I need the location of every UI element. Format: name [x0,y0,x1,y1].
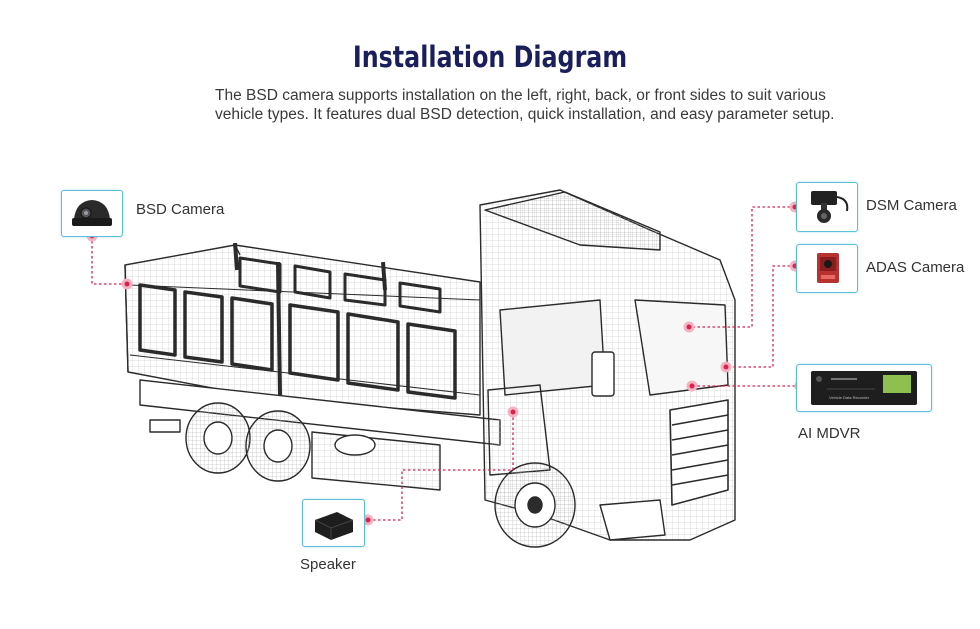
marker-speaker-truck [507,406,519,418]
marker-speaker-box [362,514,374,526]
ai-mdvr-icon: Vehicle Data Recorder [811,371,917,405]
connector-dsm [689,206,795,328]
truck [124,189,736,548]
ai-mdvr-label: AI MDVR [798,425,861,442]
dsm-camera-box[interactable] [796,182,858,232]
dsm-camera-label: DSM Camera [866,197,957,214]
speaker-box[interactable] [302,499,365,547]
mdvr-screen-text: Vehicle Data Recorder [829,395,870,400]
subtitle-line-1: The BSD camera supports installation on … [215,87,826,104]
windshield [634,299,729,396]
marker-mdvr-truck [686,380,698,392]
adas-camera-label: ADAS Camera [866,259,965,276]
bsd-camera-icon [72,200,112,226]
ai-mdvr-box[interactable]: Vehicle Data Recorder [796,364,932,412]
rear-wheels [185,402,311,482]
dsm-camera-icon [811,191,849,223]
connectors [91,206,800,521]
page-subtitle: The BSD camera supports installation on … [215,86,835,124]
adas-camera-icon [817,253,839,283]
page-title: Installation Diagram [352,40,628,74]
cargo-panels [138,283,457,400]
adas-camera-box[interactable] [796,244,858,293]
speaker-label: Speaker [300,556,356,573]
fuel-tank [311,431,441,491]
subtitle-line-2: vehicle types. It features dual BSD dete… [215,106,835,123]
connector-bsd [91,236,127,285]
marker-bsd-truck [121,278,133,290]
bsd-camera-label: BSD Camera [136,201,225,218]
marker-adas-truck [720,361,732,373]
grille [669,399,729,506]
connector-adas [726,265,795,368]
bsd-camera-box[interactable] [61,190,123,237]
front-wheel [494,462,576,548]
marker-dsm-truck [683,321,695,333]
speaker-icon [314,512,354,540]
